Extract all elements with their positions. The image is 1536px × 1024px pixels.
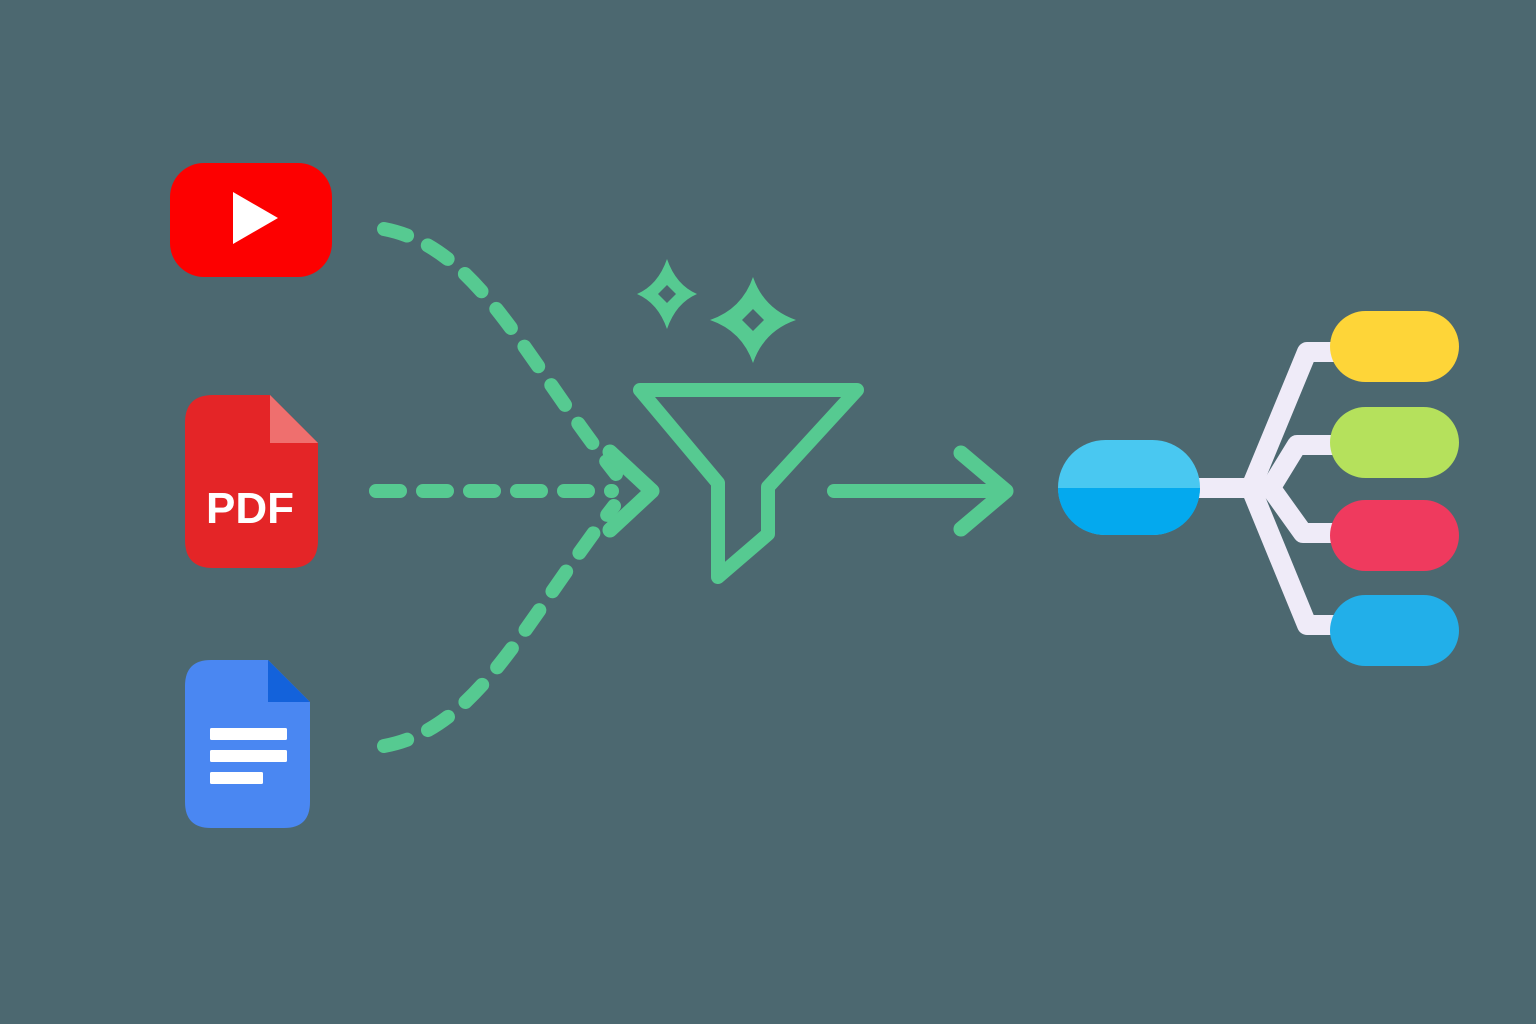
pdf-label: PDF (206, 484, 294, 533)
input-arrowhead-icon (602, 444, 660, 538)
docs-fold-corner (268, 660, 310, 702)
mindmap-root-node-bottom-half (1058, 487, 1200, 535)
docs-text-lines (210, 728, 287, 784)
sparkle-small-icon (637, 259, 697, 329)
mindmap-leaf-cyan (1330, 595, 1459, 666)
docs-line-1 (210, 728, 287, 740)
mindmap-leaf-red (1330, 500, 1459, 571)
docs-line-3 (210, 772, 263, 784)
pdf-file-icon: PDF (185, 395, 318, 568)
youtube-to-funnel-dashed-arrow (377, 222, 623, 481)
docs-line-2 (210, 750, 287, 762)
output-arrowhead-icon (953, 445, 1014, 537)
mindmap-leaf-yellow (1330, 311, 1459, 382)
pdf-fold-corner (270, 395, 318, 443)
mindmap-leaf-lime (1330, 407, 1459, 478)
play-triangle-icon (233, 192, 278, 244)
sparkle-large-icon (710, 277, 796, 363)
branch-to-cyan (1240, 476, 1358, 635)
mindmap-branches (1182, 342, 1358, 635)
branch-to-yellow (1240, 342, 1358, 500)
youtube-play-icon (170, 163, 332, 277)
green-connectors (369, 222, 1014, 753)
text-document-icon (185, 660, 310, 828)
pdf-body (185, 395, 318, 568)
docs-to-funnel-dashed-arrow (377, 499, 621, 753)
sparkles-icon (637, 259, 796, 363)
filter-funnel-icon (633, 383, 864, 584)
mindmap-root-node (1058, 440, 1200, 535)
